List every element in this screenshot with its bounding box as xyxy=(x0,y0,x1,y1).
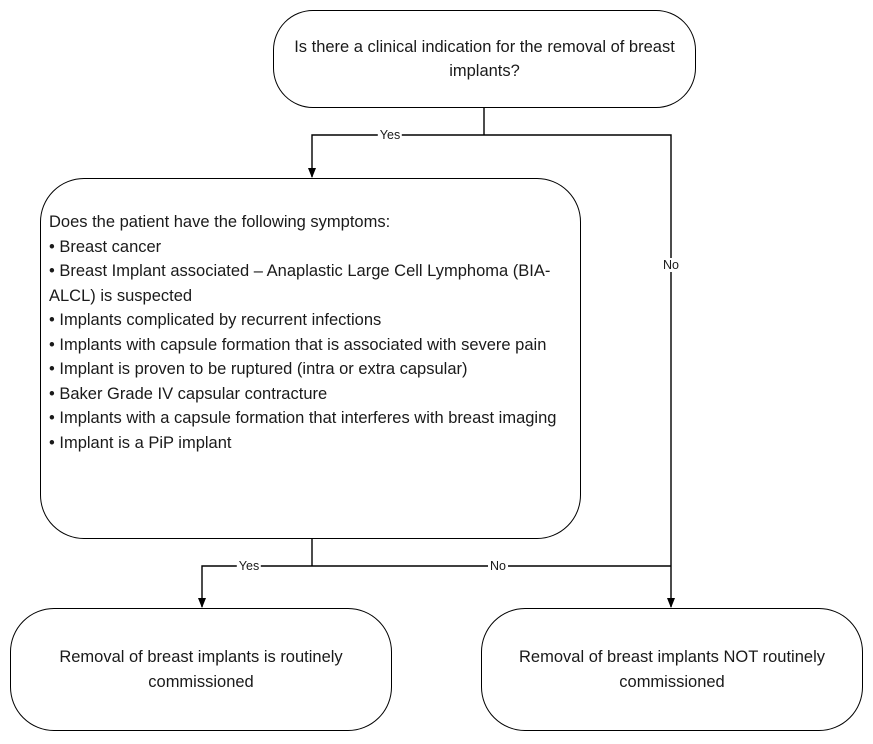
symptom-item: • Breast cancer xyxy=(49,235,572,260)
decision-clinical-indication-text: Is there a clinical indication for the r… xyxy=(294,37,675,81)
symptom-item: • Baker Grade IV capsular contracture xyxy=(49,382,572,407)
outcome-routinely-commissioned: Removal of breast implants is routinely … xyxy=(10,608,392,731)
decision-symptoms-intro: Does the patient have the following symp… xyxy=(49,213,391,231)
symptom-text: Implants complicated by recurrent infect… xyxy=(59,311,382,329)
bullet-icon: • xyxy=(49,311,55,329)
bullet-icon: • xyxy=(49,237,55,256)
edge-label-q1-yes: Yes xyxy=(377,128,403,142)
symptom-list: • Breast cancer • Breast Implant associa… xyxy=(49,235,572,456)
symptom-item: • Implant is proven to be ruptured (intr… xyxy=(49,357,572,382)
symptom-item: • Implants with capsule formation that i… xyxy=(49,333,572,358)
decision-clinical-indication: Is there a clinical indication for the r… xyxy=(273,10,696,108)
symptom-text: Implant is a PiP implant xyxy=(59,433,232,452)
outcome-not-routinely-commissioned: Removal of breast implants NOT routinely… xyxy=(481,608,863,731)
edge-q1-no xyxy=(484,134,675,608)
symptom-text: Baker Grade IV capsular contracture xyxy=(59,384,328,403)
symptom-text: Breast Implant associated – Anaplastic L… xyxy=(49,262,551,305)
outcome-not-routinely-commissioned-text: Removal of breast implants NOT routinely… xyxy=(519,648,825,691)
edge-label-q1-no: No xyxy=(661,258,681,272)
bullet-icon: • xyxy=(49,433,55,452)
bullet-icon: • xyxy=(49,335,55,354)
symptom-item: • Implants with a capsule formation that… xyxy=(49,406,572,431)
bullet-icon: • xyxy=(49,360,55,378)
symptom-text: Implants with capsule formation that is … xyxy=(59,335,547,354)
symptom-text: Implant is proven to be ruptured (intra … xyxy=(59,360,468,378)
bullet-icon: • xyxy=(49,262,55,280)
edge-label-q2-yes: Yes xyxy=(236,559,262,573)
symptom-item: • Implants complicated by recurrent infe… xyxy=(49,308,572,333)
decision-symptoms: Does the patient have the following symp… xyxy=(40,178,581,539)
edge-q2-yes xyxy=(198,565,312,608)
edge-label-q2-no: No xyxy=(488,559,508,573)
bullet-icon: • xyxy=(49,409,55,427)
symptom-item: • Implant is a PiP implant xyxy=(49,431,572,456)
symptom-text: Breast cancer xyxy=(59,237,162,256)
outcome-routinely-commissioned-text: Removal of breast implants is routinely … xyxy=(59,648,343,691)
bullet-icon: • xyxy=(49,384,55,403)
symptom-item: • Breast Implant associated – Anaplastic… xyxy=(49,259,572,308)
symptom-text: Implants with a capsule formation that i… xyxy=(59,409,557,427)
edge-q1-yes xyxy=(308,134,484,178)
